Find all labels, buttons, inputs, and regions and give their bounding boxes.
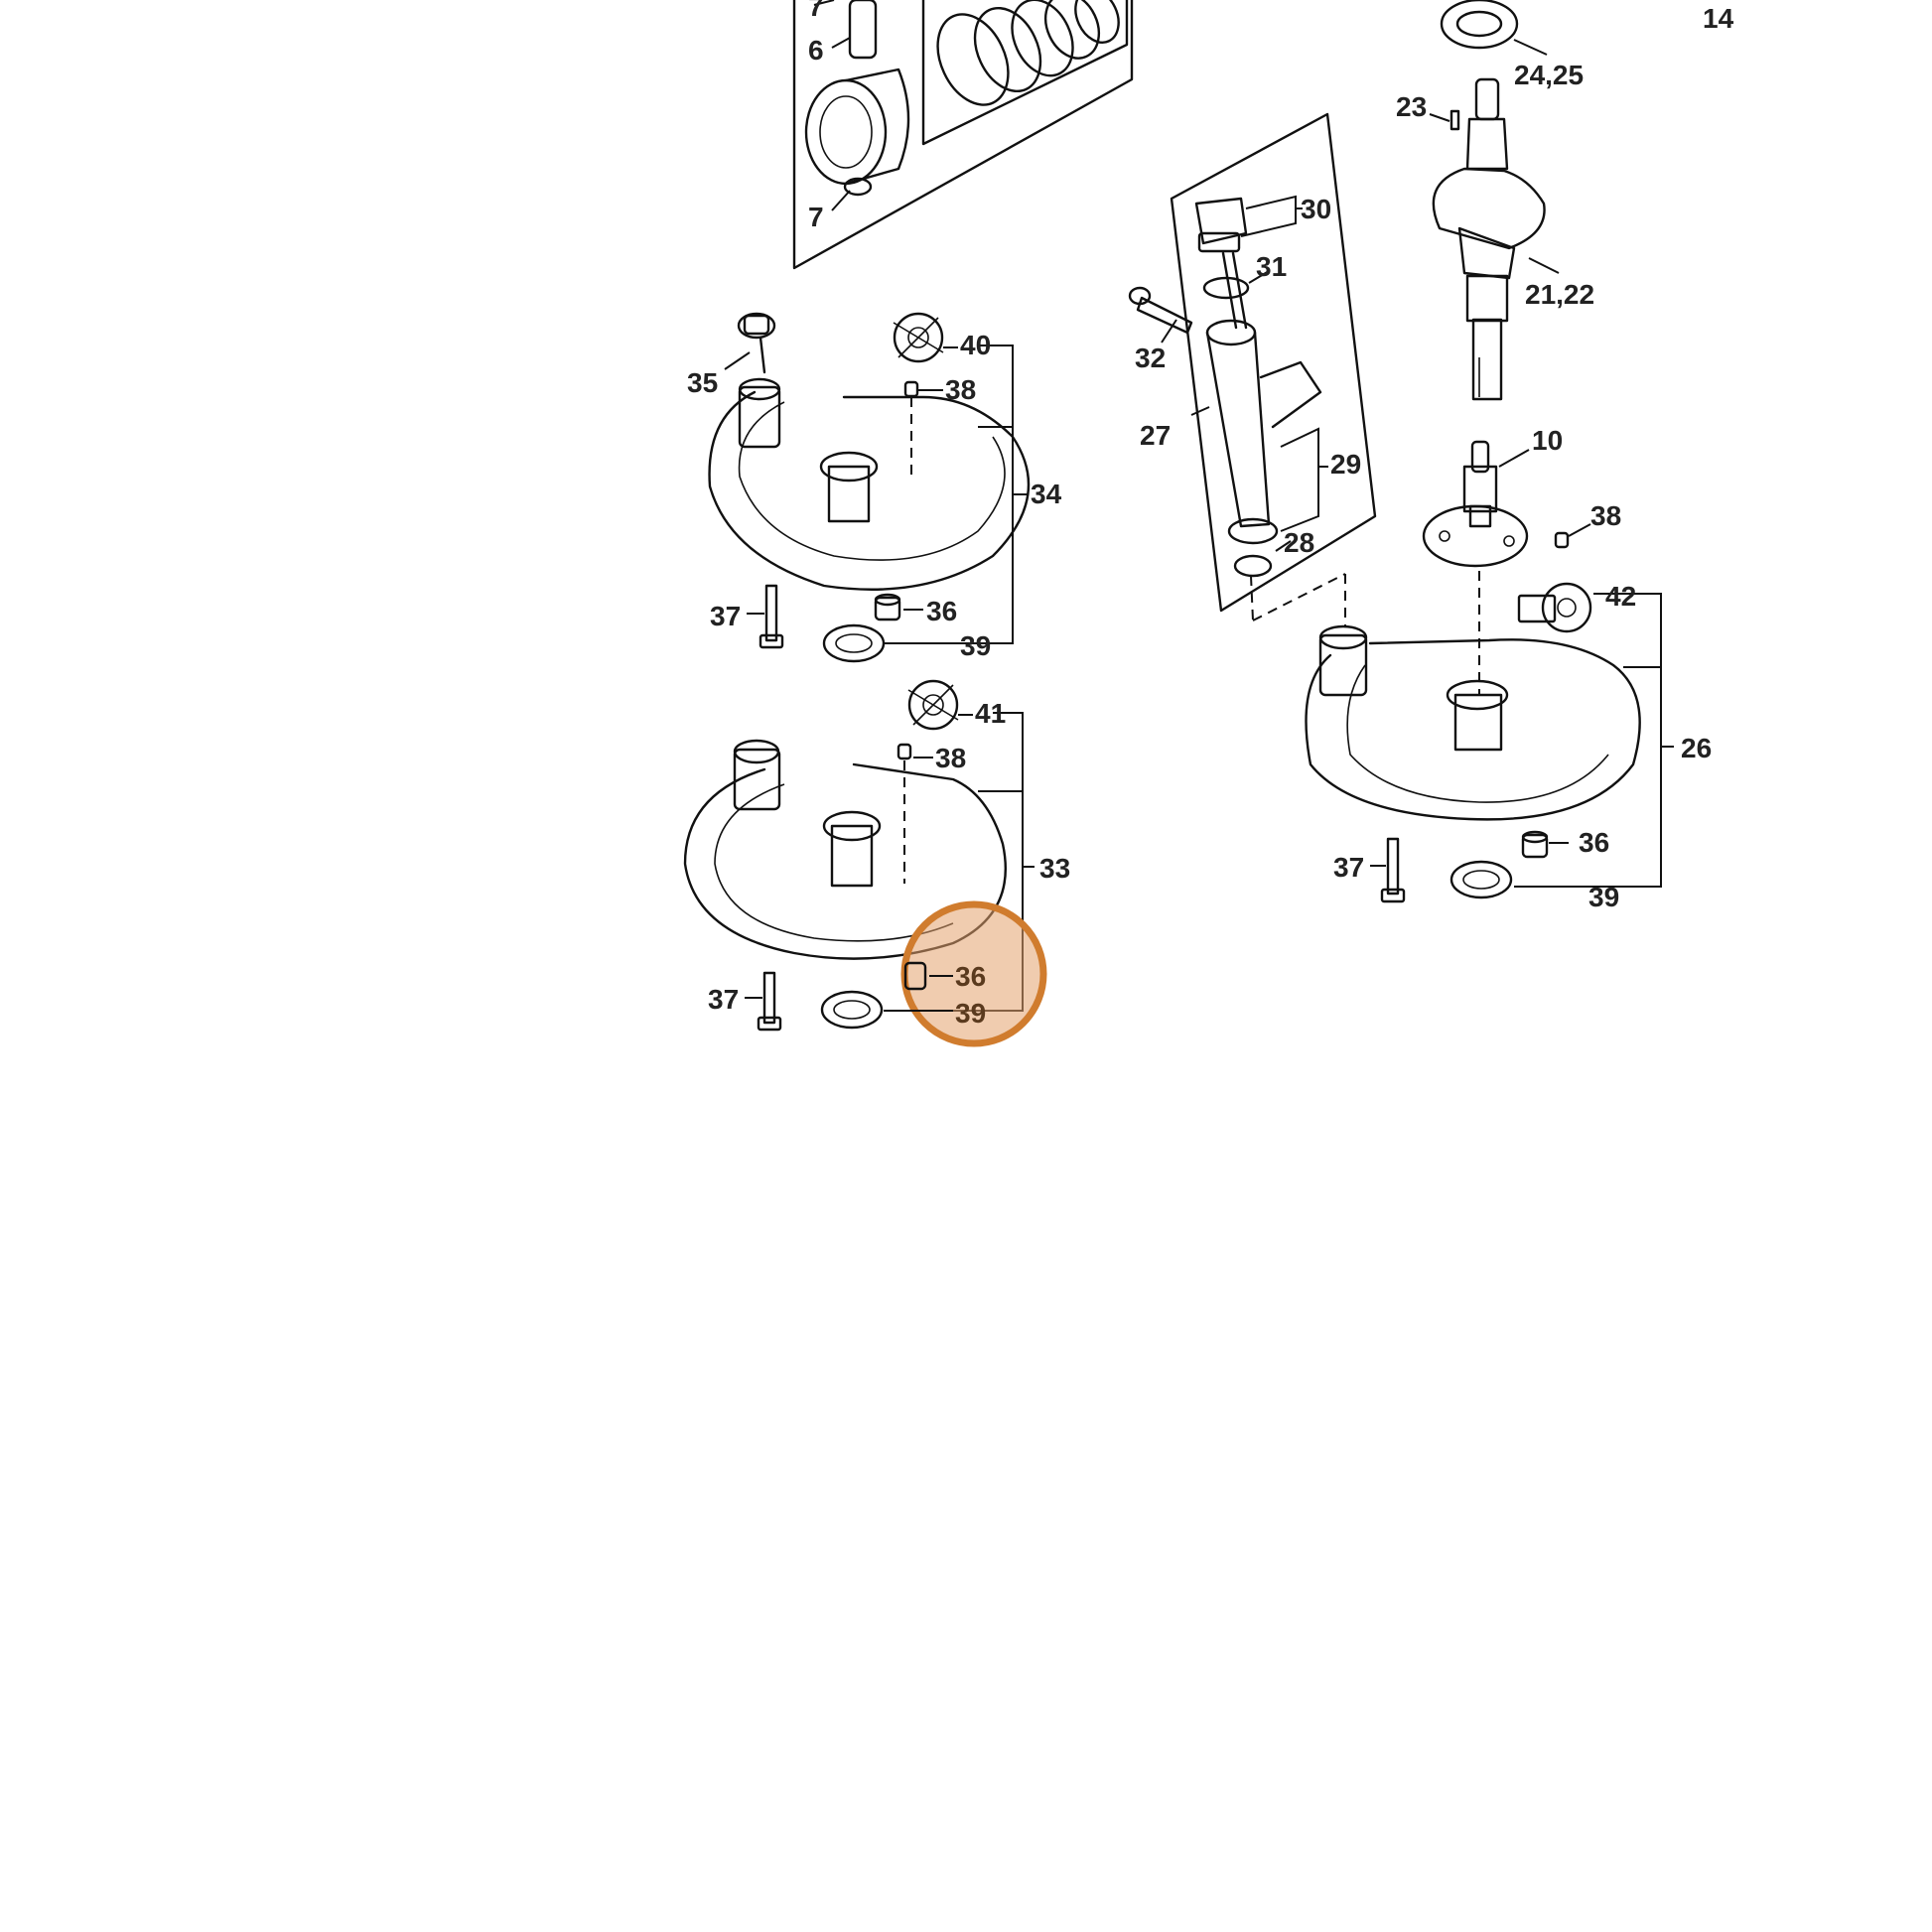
callout-36: 36 [1579, 827, 1609, 858]
crankshaft [1432, 77, 1546, 401]
callout-6: 6 [808, 35, 824, 66]
plug [1521, 830, 1549, 859]
callout-26: 26 [1681, 733, 1712, 763]
oil-slinger [907, 679, 959, 731]
woodruff-key [1449, 109, 1460, 131]
bolt [1128, 286, 1193, 335]
bearing [1440, 0, 1519, 50]
callout-38: 38 [1590, 500, 1621, 531]
o-ring [1202, 276, 1250, 300]
bolt [759, 584, 784, 649]
callout-28: 28 [1284, 527, 1314, 558]
callout-35: 35 [687, 367, 718, 398]
screw [897, 743, 912, 884]
piston-rings [936, 0, 1120, 106]
callout-24-25: 24,25 [1514, 60, 1584, 90]
callout-29: 29 [1330, 449, 1361, 480]
callout-21-22: 21,22 [1525, 279, 1594, 310]
oil-seal [822, 623, 886, 663]
callout-7: 7 [808, 202, 824, 232]
callout-27: 27 [1140, 420, 1171, 451]
piston [804, 68, 910, 186]
callout-31: 31 [1256, 251, 1287, 282]
callout-38: 38 [935, 743, 966, 773]
callout-labels: 7 6 7 14 24,25 23 30 31 21,22 32 35 40 3… [687, 0, 1734, 1029]
fill-tube [1205, 319, 1322, 545]
highlighted-plug [903, 961, 927, 991]
callout-30: 30 [1301, 194, 1331, 224]
callout-34: 34 [1031, 479, 1062, 509]
dipstick-cap [1194, 197, 1248, 253]
callout-41: 41 [975, 698, 1006, 729]
piston-assembly-group [792, 0, 1134, 270]
callout-38: 38 [945, 374, 976, 405]
crankshaft-group [1429, 0, 1560, 401]
circlip [843, 177, 873, 197]
oil-seal [820, 990, 884, 1030]
callout-14: 14 [1703, 3, 1734, 34]
callout-42: 42 [1605, 581, 1636, 612]
bolt [757, 971, 782, 1032]
bolt [1380, 837, 1406, 903]
o-ring [1233, 554, 1273, 578]
oil-slinger [893, 312, 944, 363]
callout-33: 33 [1039, 853, 1070, 884]
callout-40: 40 [960, 330, 991, 360]
callout-37: 37 [1333, 852, 1364, 883]
callout-39: 39 [1588, 882, 1619, 912]
callout-36-highlighted: 36 [955, 961, 986, 992]
plug [874, 593, 901, 621]
callout-39-highlighted: 39 [955, 998, 986, 1029]
callout-32: 32 [1135, 343, 1166, 373]
screw [1554, 531, 1570, 549]
callout-36: 36 [926, 596, 957, 626]
callout-10: 10 [1532, 425, 1563, 456]
camshaft [1422, 440, 1529, 695]
oil-cap [737, 312, 776, 374]
crankcase-26 [1305, 440, 1674, 903]
callout-37: 37 [710, 601, 741, 631]
callout-7: 7 [808, 0, 824, 22]
governor-gear [1517, 582, 1592, 633]
crankcase-cover-34 [708, 312, 1031, 663]
callout-23: 23 [1396, 91, 1427, 122]
callout-37: 37 [708, 984, 739, 1015]
dipstick-assembly-group [1128, 112, 1377, 625]
oil-seal [1449, 860, 1513, 899]
wrist-pin [848, 0, 878, 60]
callout-39: 39 [960, 630, 991, 661]
